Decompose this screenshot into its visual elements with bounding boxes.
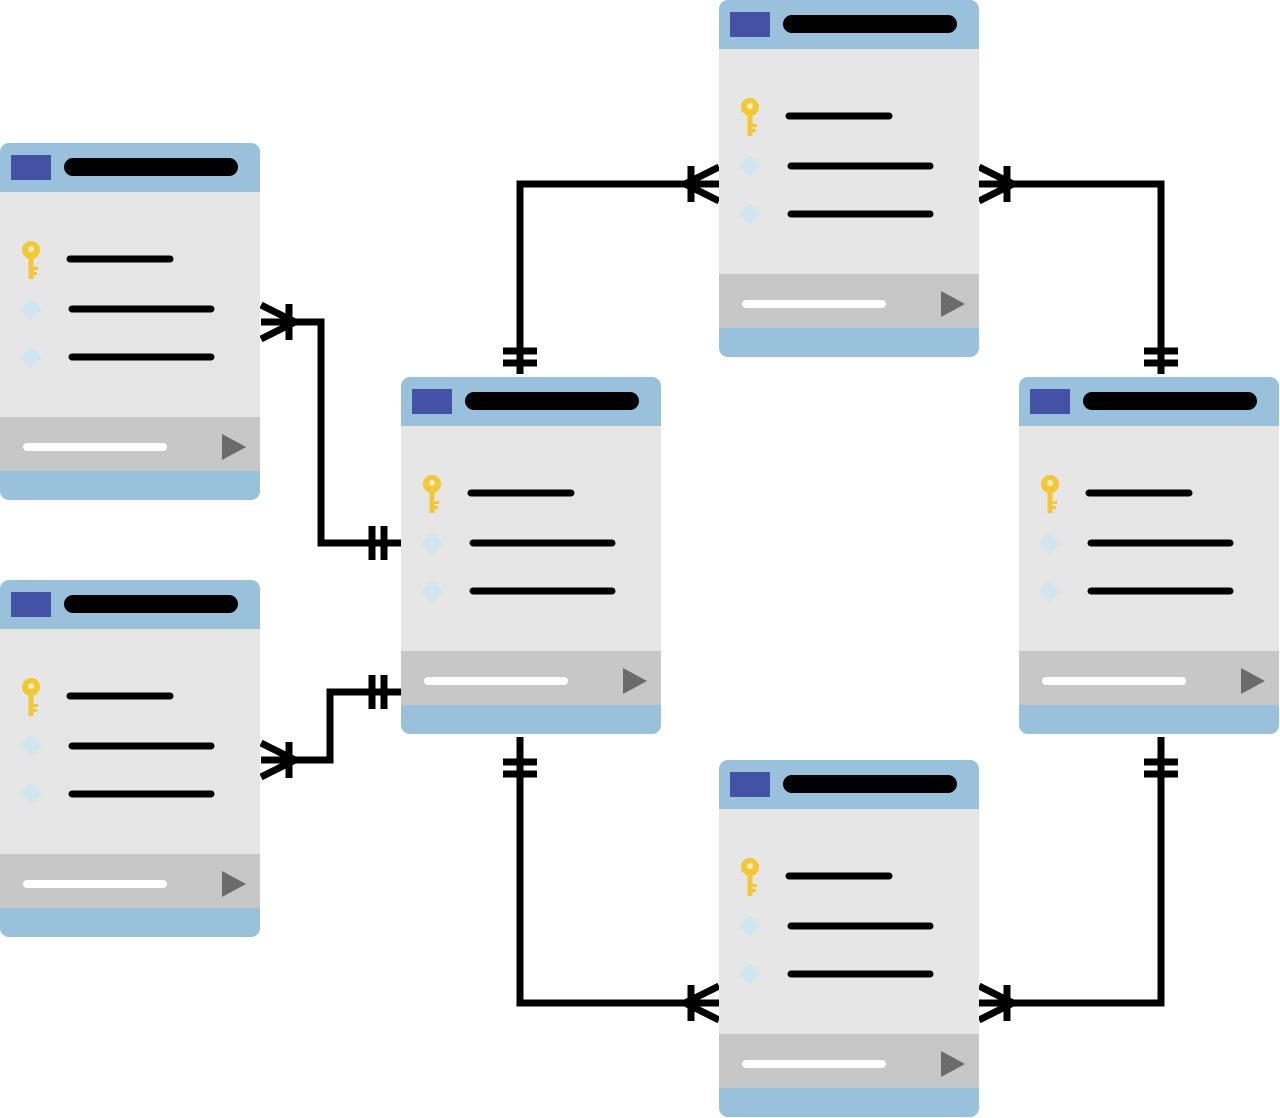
table-row — [22, 678, 174, 716]
table-right[interactable] — [1019, 377, 1279, 734]
diamond-icon — [20, 346, 42, 368]
key-icon — [423, 475, 441, 513]
table-row — [1039, 580, 1234, 602]
table-center[interactable] — [401, 377, 661, 734]
play-icon[interactable] — [1241, 668, 1265, 694]
key-icon-tooth — [752, 884, 757, 887]
table-color-swatch — [730, 12, 770, 37]
play-icon[interactable] — [222, 871, 246, 897]
relationship-lines — [259, 163, 1178, 1024]
key-icon-shaft — [747, 114, 753, 136]
table-row — [20, 298, 215, 320]
table-row — [739, 203, 934, 225]
table-body — [719, 809, 979, 1034]
key-icon-shaft — [1047, 491, 1053, 513]
table-color-swatch — [730, 772, 770, 797]
key-icon-hole — [747, 103, 753, 109]
key-icon-tooth — [1052, 501, 1057, 504]
play-icon[interactable] — [941, 1051, 965, 1077]
diamond-icon — [20, 735, 42, 757]
table-row — [739, 963, 934, 985]
key-icon-hole — [28, 683, 34, 689]
key-icon-hole — [747, 863, 753, 869]
key-icon-tooth — [33, 272, 37, 275]
key-icon-tooth — [434, 501, 439, 504]
key-icon-hole — [28, 246, 34, 252]
diamond-icon — [739, 155, 761, 177]
relationship-line — [979, 180, 1165, 374]
key-icon — [22, 678, 40, 716]
diamond-icon — [421, 532, 443, 554]
diamond-icon — [20, 783, 42, 805]
diamond-icon — [1039, 580, 1061, 602]
table-row — [20, 346, 215, 368]
key-icon-tooth — [434, 506, 438, 509]
table-row — [421, 532, 616, 554]
table-row — [1039, 532, 1234, 554]
key-icon-hole — [1047, 480, 1053, 486]
table-row — [22, 241, 174, 279]
key-icon-shaft — [28, 694, 34, 716]
key-icon-tooth — [33, 709, 37, 712]
play-icon[interactable] — [623, 668, 647, 694]
table-row — [741, 98, 893, 136]
table-bottom[interactable] — [719, 760, 979, 1117]
table-row — [741, 858, 893, 896]
table-body — [0, 629, 260, 854]
key-icon-tooth — [1052, 506, 1056, 509]
table-left-top[interactable] — [0, 143, 260, 500]
key-icon-tooth — [33, 704, 38, 707]
key-icon-shaft — [429, 491, 435, 513]
key-icon — [741, 858, 759, 896]
table-row — [1041, 475, 1193, 513]
diamond-icon — [421, 580, 443, 602]
table-row — [739, 155, 934, 177]
relationship-line — [261, 318, 401, 547]
table-color-swatch — [11, 592, 51, 617]
key-icon-tooth — [33, 267, 38, 270]
key-icon-shaft — [28, 257, 34, 279]
diamond-icon — [739, 915, 761, 937]
table-row — [421, 580, 616, 602]
table-color-swatch — [11, 155, 51, 180]
key-icon-tooth — [752, 129, 756, 132]
table-body — [401, 426, 661, 651]
table-body — [719, 49, 979, 274]
key-icon — [741, 98, 759, 136]
table-top[interactable] — [719, 0, 979, 357]
relationship-line — [516, 737, 719, 1007]
table-color-swatch — [412, 389, 452, 414]
table-body — [1019, 426, 1279, 651]
table-color-swatch — [1030, 389, 1070, 414]
key-icon — [1041, 475, 1059, 513]
diamond-icon — [20, 298, 42, 320]
key-icon-tooth — [752, 889, 756, 892]
table-row — [739, 915, 934, 937]
relationship-line — [516, 180, 719, 374]
key-icon — [22, 241, 40, 279]
diamond-icon — [739, 963, 761, 985]
table-body — [0, 192, 260, 417]
play-icon[interactable] — [941, 291, 965, 317]
diamond-icon — [739, 203, 761, 225]
table-row — [20, 783, 215, 805]
key-icon-shaft — [747, 874, 753, 896]
key-icon-tooth — [752, 124, 757, 127]
relationship-line — [979, 737, 1165, 1007]
diamond-icon — [1039, 532, 1061, 554]
relationship-line — [261, 688, 401, 764]
key-icon-hole — [429, 480, 435, 486]
table-row — [20, 735, 215, 757]
table-left-bottom[interactable] — [0, 580, 260, 937]
table-row — [423, 475, 575, 513]
play-icon[interactable] — [222, 434, 246, 460]
